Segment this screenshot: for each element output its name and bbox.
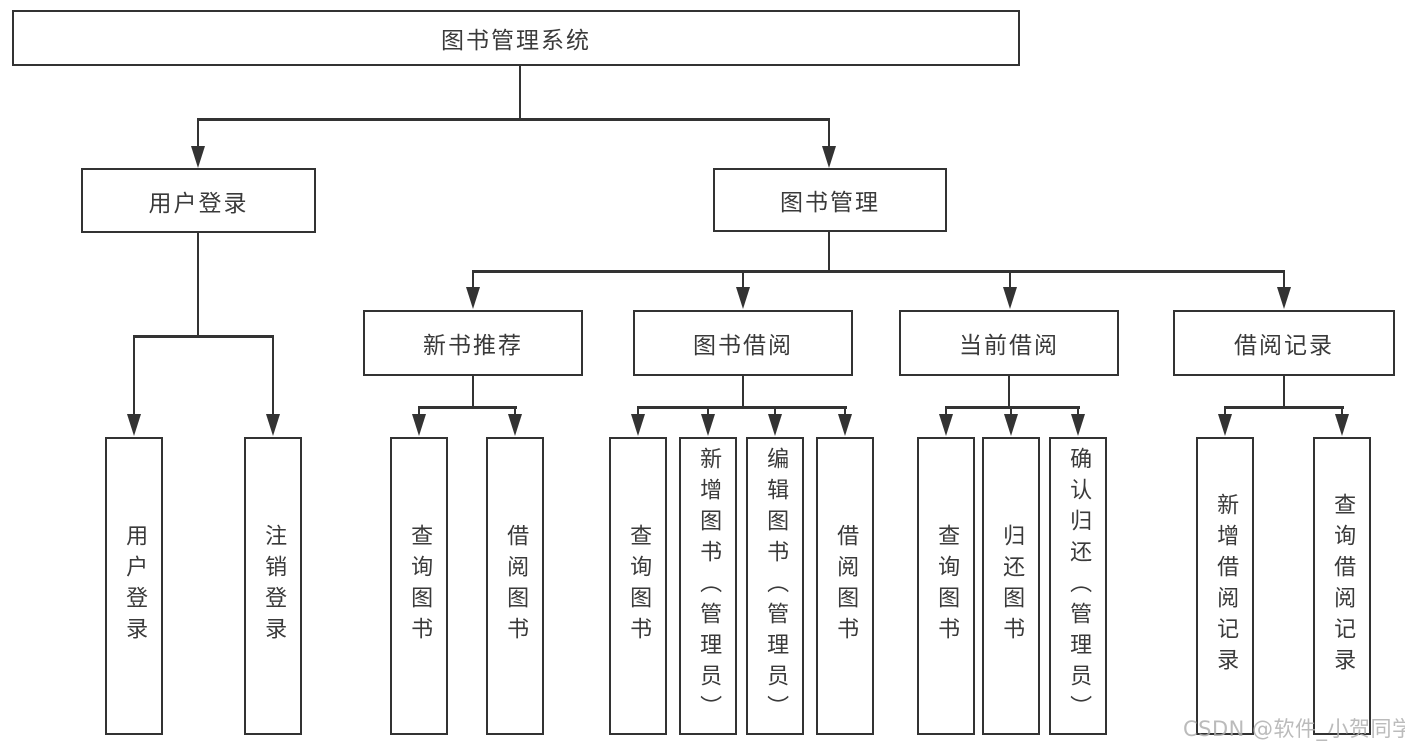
arrow-down-icon xyxy=(465,287,480,309)
node-current-borrow: 当前借阅 xyxy=(899,310,1119,376)
leaf-add-borrow-record: 新增借阅记录 xyxy=(1196,437,1254,735)
connector-line xyxy=(636,406,640,418)
connector-line xyxy=(1076,406,1080,418)
connector-line xyxy=(827,118,831,150)
connector-root-split xyxy=(196,118,831,121)
connector-line xyxy=(944,406,948,418)
connector-line xyxy=(706,406,710,418)
arrow-down-icon xyxy=(1334,414,1349,436)
connector-new-book-stem xyxy=(471,376,475,408)
node-new-book-recommend-label: 新书推荐 xyxy=(423,333,523,359)
leaf-return-book-label: 归还图书 xyxy=(999,524,1025,648)
arrow-down-icon xyxy=(1002,287,1017,309)
leaf-query-books-borrow: 查询图书 xyxy=(609,437,667,735)
connector-line xyxy=(196,118,200,150)
leaf-user-login-label: 用户登录 xyxy=(122,524,148,648)
connector-line xyxy=(513,406,517,418)
node-user-login-label: 用户登录 xyxy=(148,190,249,217)
node-new-book-recommend: 新书推荐 xyxy=(363,310,583,376)
leaf-logout-label: 注销登录 xyxy=(261,524,287,648)
connector-book-management-stem xyxy=(827,232,831,272)
arrow-down-icon xyxy=(190,146,205,168)
connector-line xyxy=(1340,406,1344,418)
leaf-confirm-return-admin: 确认归还（管理员） xyxy=(1049,437,1107,735)
node-book-borrow-label: 图书借阅 xyxy=(693,333,793,359)
arrow-down-icon xyxy=(1217,414,1232,436)
leaf-query-books-current: 查询图书 xyxy=(917,437,975,735)
arrow-down-icon xyxy=(507,414,522,436)
leaf-query-borrow-record: 查询借阅记录 xyxy=(1313,437,1371,735)
node-book-management-label: 图书管理 xyxy=(780,190,880,216)
arrow-down-icon xyxy=(938,414,953,436)
leaf-add-borrow-record-label: 新增借阅记录 xyxy=(1213,493,1239,679)
arrow-down-icon xyxy=(821,146,836,168)
arrow-down-icon xyxy=(630,414,645,436)
arrow-down-icon xyxy=(1276,287,1291,309)
connector-root-stem xyxy=(518,66,522,118)
leaf-query-books-current-label: 查询图书 xyxy=(934,524,960,648)
connector-current-borrow-split xyxy=(944,406,1080,409)
connector-current-borrow-stem xyxy=(1007,376,1011,408)
leaf-add-book-admin-label: 新增图书（管理员） xyxy=(696,446,722,726)
arrow-down-icon xyxy=(767,414,782,436)
connector-user-login-split xyxy=(132,335,274,338)
node-root-label: 图书管理系统 xyxy=(441,28,591,54)
leaf-confirm-return-admin-label: 确认归还（管理员） xyxy=(1066,446,1092,726)
connector-user-login-stem xyxy=(196,233,200,336)
leaf-query-books-recommend: 查询图书 xyxy=(390,437,448,735)
connector-line xyxy=(843,406,847,418)
leaf-query-books-borrow-label: 查询图书 xyxy=(626,524,652,648)
leaf-edit-book-admin-label: 编辑图书（管理员） xyxy=(763,446,789,726)
connector-line xyxy=(1223,406,1227,418)
leaf-edit-book-admin: 编辑图书（管理员） xyxy=(746,437,804,735)
connector-book-management-split xyxy=(471,270,1285,273)
leaf-add-book-admin: 新增图书（管理员） xyxy=(679,437,737,735)
node-book-management: 图书管理 xyxy=(713,168,947,232)
arrow-down-icon xyxy=(1070,414,1085,436)
connector-new-book-split xyxy=(417,406,517,409)
arrow-down-icon xyxy=(411,414,426,436)
arrow-down-icon xyxy=(265,414,280,436)
node-root: 图书管理系统 xyxy=(12,10,1020,66)
arrow-down-icon xyxy=(735,287,750,309)
node-current-borrow-label: 当前借阅 xyxy=(959,333,1059,359)
connector-line xyxy=(1282,270,1286,290)
node-borrow-records-label: 借阅记录 xyxy=(1234,333,1334,359)
leaf-query-borrow-record-label: 查询借阅记录 xyxy=(1330,493,1356,679)
connector-line xyxy=(132,335,136,416)
arrow-down-icon xyxy=(126,414,141,436)
connector-line xyxy=(1009,406,1013,418)
leaf-query-books-recommend-label: 查询图书 xyxy=(407,524,433,648)
connector-line xyxy=(1008,270,1012,290)
node-book-borrow: 图书借阅 xyxy=(633,310,853,376)
leaf-return-book: 归还图书 xyxy=(982,437,1040,735)
connector-book-borrow-stem xyxy=(741,376,745,408)
connector-line xyxy=(271,335,275,416)
arrow-down-icon xyxy=(700,414,715,436)
connector-borrow-records-split xyxy=(1223,406,1344,409)
leaf-borrow-books-recommend: 借阅图书 xyxy=(486,437,544,735)
arrow-down-icon xyxy=(837,414,852,436)
leaf-user-login: 用户登录 xyxy=(105,437,163,735)
connector-line xyxy=(773,406,777,418)
connector-borrow-records-stem xyxy=(1282,376,1286,408)
leaf-logout: 注销登录 xyxy=(244,437,302,735)
connector-book-borrow-split xyxy=(636,406,847,409)
csdn-watermark: CSDN @软件_小贺同学 xyxy=(1183,717,1405,741)
leaf-borrow-books-label: 借阅图书 xyxy=(833,524,859,648)
arrow-down-icon xyxy=(1003,414,1018,436)
connector-line xyxy=(471,270,475,290)
leaf-borrow-books: 借阅图书 xyxy=(816,437,874,735)
connector-line xyxy=(741,270,745,290)
node-user-login: 用户登录 xyxy=(81,168,316,233)
node-borrow-records: 借阅记录 xyxy=(1173,310,1395,376)
leaf-borrow-books-recommend-label: 借阅图书 xyxy=(503,524,529,648)
connector-line xyxy=(417,406,421,418)
